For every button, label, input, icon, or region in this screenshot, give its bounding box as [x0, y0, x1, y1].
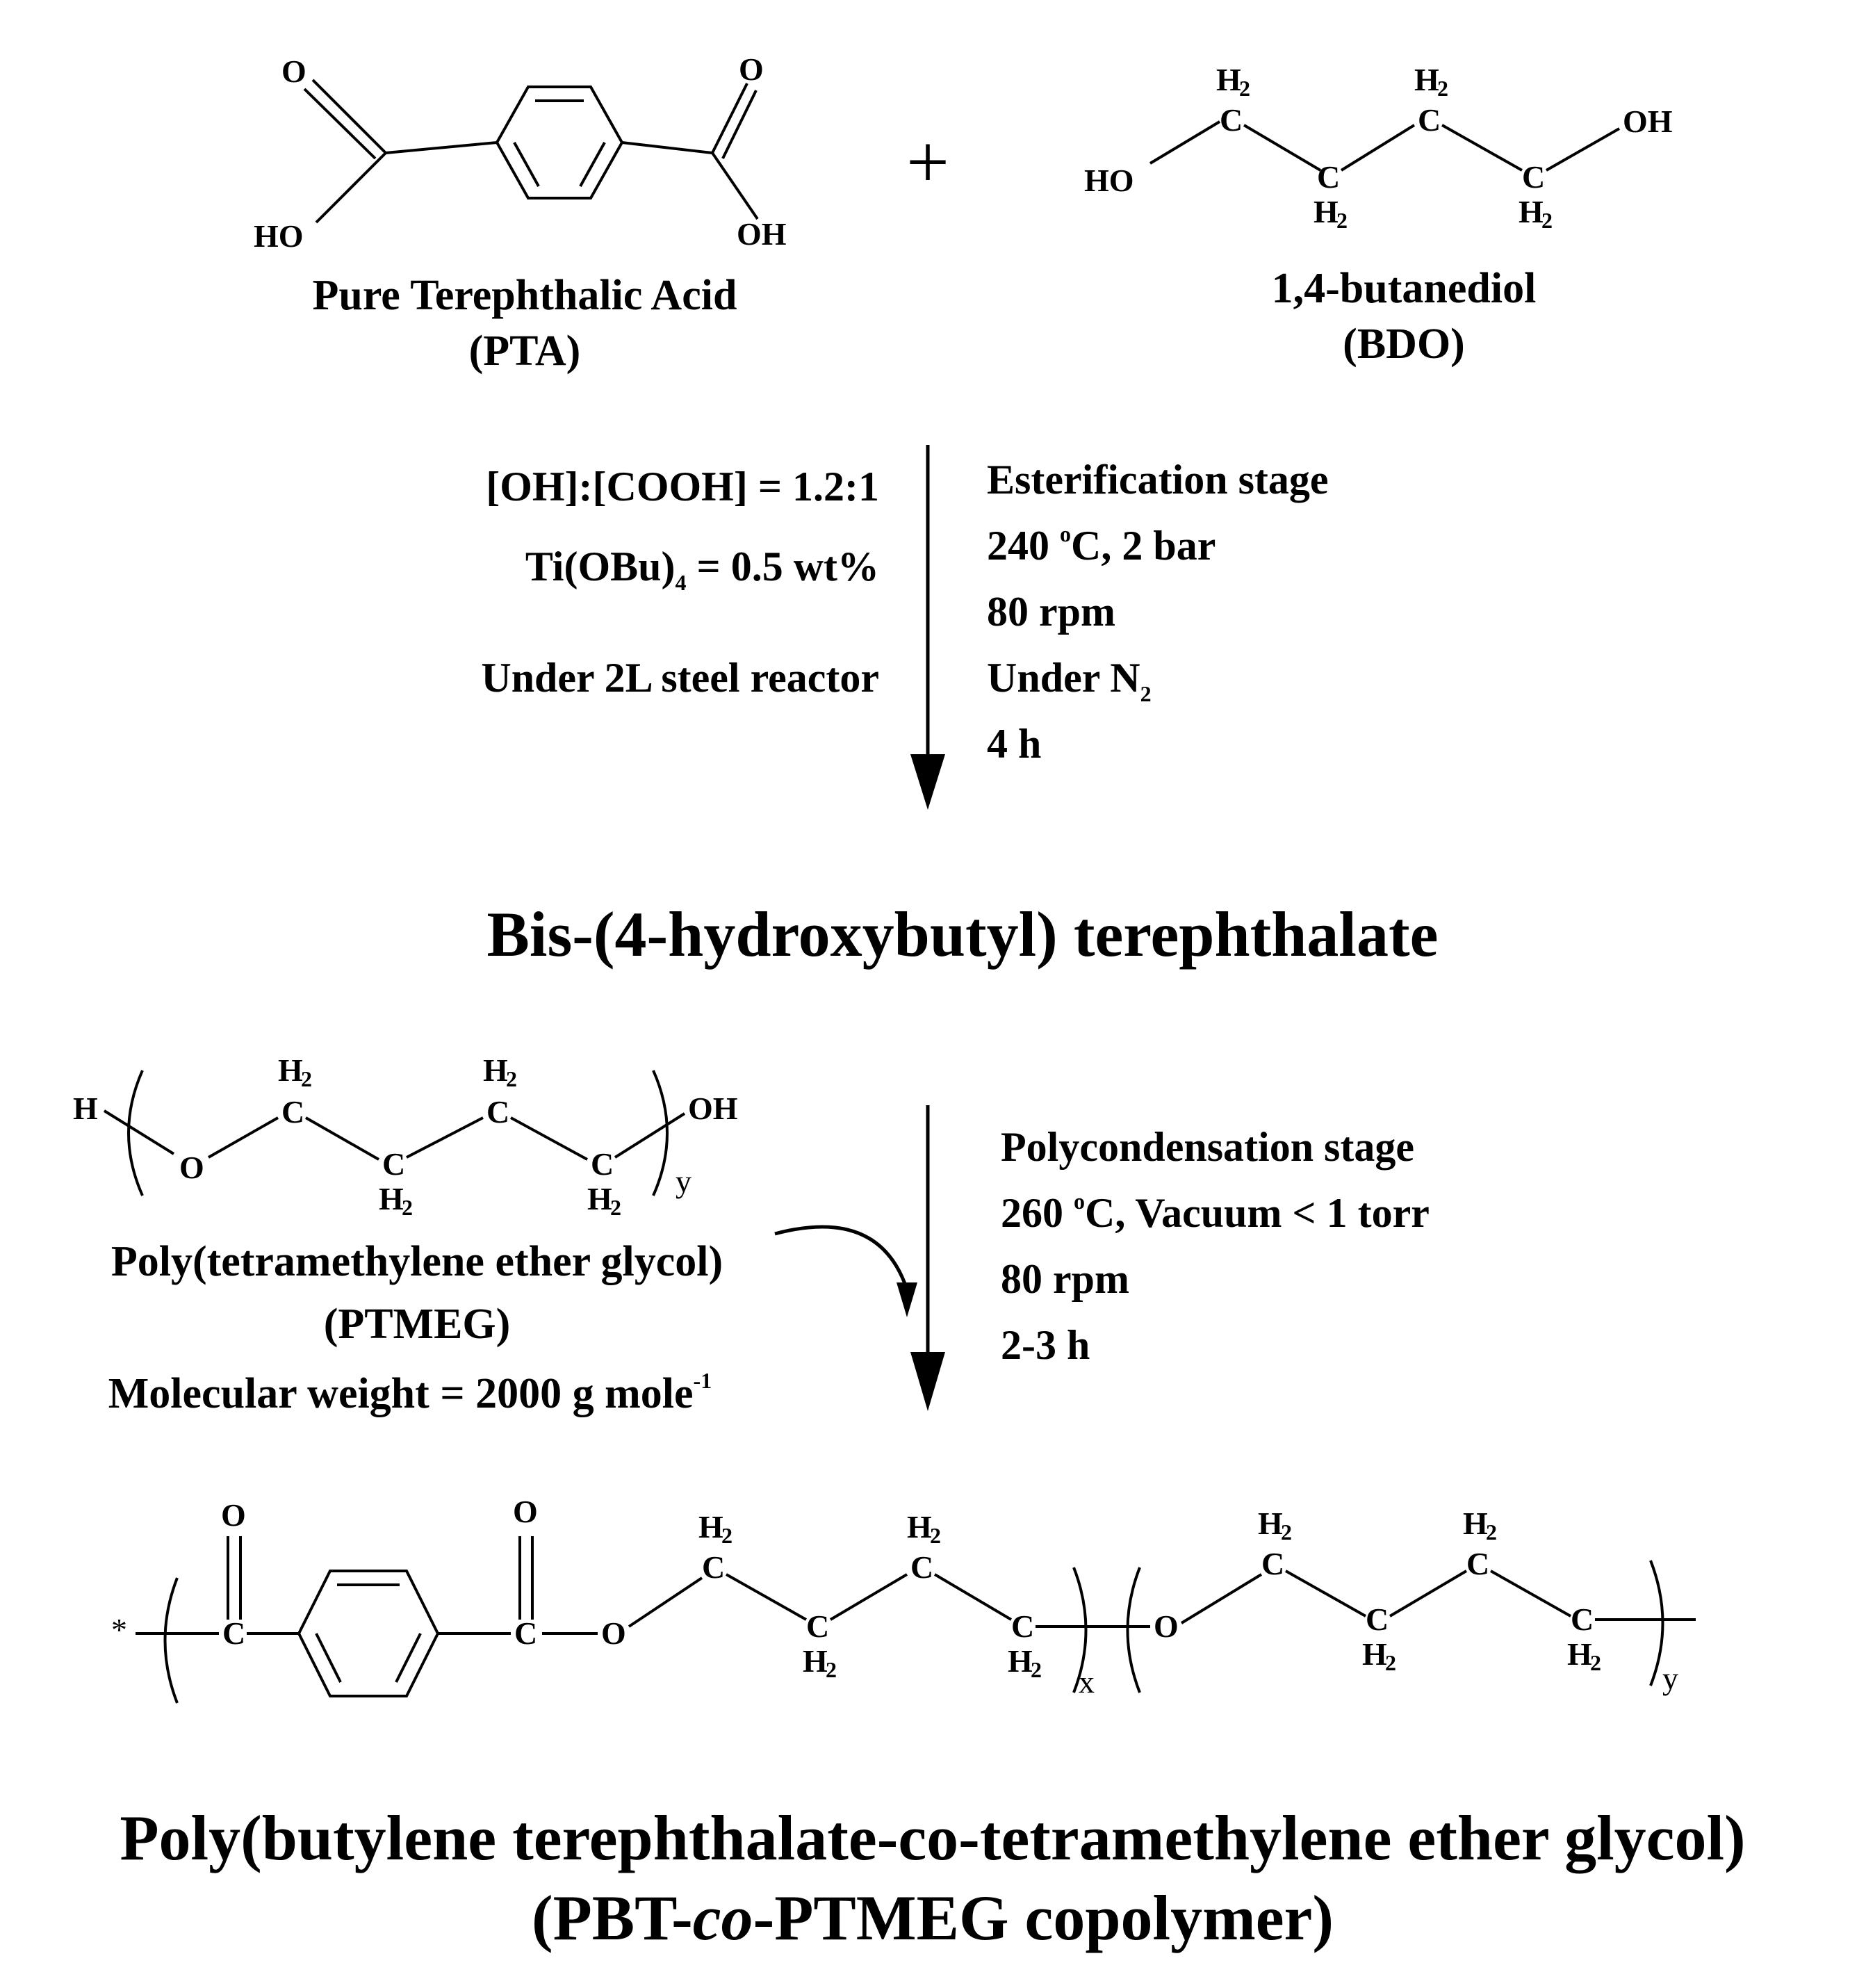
ratio-condition: [OH]:[COOH] = 1.2:1 [486, 464, 879, 510]
ether-oxygen: O [1154, 1608, 1179, 1644]
bdo-h-3-sub: 2 [1437, 76, 1448, 101]
butylene-h-4: H [1008, 1643, 1033, 1679]
butylene-h-3-sub: 2 [930, 1523, 941, 1548]
ptmeg-h-3: H [483, 1052, 508, 1088]
butylene-h-4-sub: 2 [1031, 1657, 1042, 1682]
pta-abbr: (PTA) [469, 327, 581, 375]
bdo-name: 1,4-butanediol [1272, 265, 1537, 312]
carbonyl-oxygen-right: O [513, 1494, 538, 1529]
pta-hydroxyl-right: OH [737, 216, 787, 252]
ptmeg-h-2-sub: 2 [402, 1195, 413, 1220]
plus-sign: + [906, 120, 949, 204]
ester-oxygen: O [601, 1615, 626, 1651]
bdo-carbon-2: C [1317, 159, 1340, 195]
ether-carbon-4: C [1571, 1602, 1594, 1637]
esterification-arrow [910, 445, 945, 810]
ether-h-2: H [1362, 1636, 1387, 1672]
ptmeg-h-2: H [379, 1181, 404, 1216]
carbonyl-oxygen-left: O [221, 1497, 246, 1533]
ptmeg-carbon-1: C [281, 1094, 304, 1130]
ptmeg-oxygen: O [179, 1150, 204, 1185]
butylene-carbon-4: C [1011, 1608, 1034, 1644]
butylene-carbon-2: C [806, 1608, 829, 1644]
ptmeg-h-3-sub: 2 [506, 1066, 517, 1091]
ptmeg-repeat-y-product: y [1662, 1661, 1678, 1696]
ether-h-3-sub: 2 [1486, 1519, 1497, 1545]
product-benzene-ring [297, 1570, 440, 1697]
ptmeg-carbon-3: C [486, 1094, 509, 1130]
ptmeg-abbr: (PTMEG) [324, 1301, 511, 1348]
bdo-carbon-4: C [1522, 159, 1545, 195]
copolymer-structure: * C O C O O C H 2 C H 2 C H 2 C [111, 1494, 1696, 1704]
esterification-time: 4 h [987, 721, 1041, 767]
esterification-temperature: 240 oC, 2 bar [987, 521, 1216, 569]
bdo-h-4-sub: 2 [1541, 208, 1553, 233]
butylene-h-2: H [803, 1643, 828, 1679]
butylene-h-1-sub: 2 [721, 1523, 733, 1548]
ether-h-4: H [1567, 1636, 1592, 1672]
polycondensation-stage-label: Polycondensation stage [1001, 1124, 1414, 1170]
polymer-end-star: * [111, 1612, 127, 1647]
ptmeg-repeat-y: y [676, 1164, 691, 1199]
esterification-rpm: 80 rpm [987, 589, 1115, 635]
bdo-h-2: H [1313, 194, 1339, 229]
bdo-structure: HO OH C H 2 C H 2 C H 2 C H 2 [1084, 62, 1673, 233]
pbt-repeat-x: x [1079, 1664, 1095, 1700]
intermediate-name: Bis-(4-hydroxybutyl) terephthalate [487, 899, 1439, 970]
butylene-h-2-sub: 2 [826, 1657, 837, 1682]
polycondensation-conditions: 260 oC, Vacuum < 1 torr [1001, 1189, 1430, 1236]
pta-oxygen-right: O [739, 51, 764, 87]
butylene-carbon-1: C [702, 1549, 725, 1585]
bdo-carbon-1: C [1220, 102, 1243, 138]
reactor-condition: Under 2L steel reactor [481, 655, 879, 701]
ptmeg-hydroxyl: OH [688, 1091, 738, 1126]
ptmeg-molecular-weight: Molecular weight = 2000 g mole-1 [108, 1368, 712, 1417]
polycondensation-time: 2-3 h [1001, 1322, 1090, 1368]
bdo-h-4: H [1519, 194, 1544, 229]
catalyst-condition: Ti(OBu)4 = 0.5 wt% [525, 544, 879, 595]
esterification-stage-label: Esterification stage [987, 457, 1329, 503]
bdo-abbr: (BDO) [1343, 320, 1465, 368]
pta-name: Pure Terephthalic Acid [313, 272, 737, 319]
ptmeg-h-1-sub: 2 [301, 1066, 312, 1091]
ether-h-3: H [1463, 1506, 1488, 1541]
polycondensation-arrow [910, 1105, 945, 1411]
ether-carbon-1: C [1261, 1546, 1284, 1581]
pta-oxygen-left: O [281, 54, 306, 89]
ptmeg-carbon-2: C [382, 1146, 405, 1182]
bdo-hydroxyl-left: HO [1084, 163, 1134, 198]
ether-h-1: H [1258, 1506, 1283, 1541]
ptmeg-structure: H O C H 2 C H 2 C H 2 C H 2 OH y [73, 1052, 738, 1220]
product-name-line1: Poly(butylene terephthalate-co-tetrameth… [120, 1802, 1745, 1873]
ether-h-2-sub: 2 [1385, 1650, 1396, 1675]
pta-hydroxyl-left: HO [254, 218, 304, 254]
ether-carbon-2: C [1366, 1602, 1389, 1637]
product-name-line2: (PBT-co-PTMEG copolymer) [532, 1882, 1334, 1953]
ether-h-4-sub: 2 [1590, 1650, 1601, 1675]
bdo-h-3: H [1414, 62, 1439, 97]
ptmeg-name: Poly(tetramethylene ether glycol) [111, 1238, 723, 1285]
ptmeg-feed-arrow [774, 1225, 917, 1317]
butylene-h-3: H [907, 1509, 932, 1545]
ptmeg-h-4: H [587, 1181, 612, 1216]
ptmeg-carbon-4: C [591, 1146, 614, 1182]
esterification-atmosphere: Under N2 [987, 655, 1152, 706]
bdo-hydroxyl-right: OH [1623, 104, 1673, 139]
ptmeg-h-end: H [73, 1091, 98, 1126]
bdo-h-1: H [1216, 62, 1241, 97]
ether-h-1-sub: 2 [1281, 1519, 1292, 1545]
butylene-h-1: H [698, 1509, 723, 1545]
polycondensation-rpm: 80 rpm [1001, 1256, 1129, 1302]
ptmeg-h-4-sub: 2 [610, 1195, 621, 1220]
ether-carbon-3: C [1466, 1546, 1489, 1581]
carbonyl-carbon-right: C [514, 1615, 537, 1651]
ptmeg-h-1: H [278, 1052, 303, 1088]
pta-structure: O O HO OH [254, 51, 787, 254]
bdo-carbon-3: C [1418, 102, 1441, 138]
butylene-carbon-3: C [910, 1549, 933, 1585]
bdo-h-2-sub: 2 [1336, 208, 1348, 233]
bdo-h-1-sub: 2 [1239, 76, 1250, 101]
carbonyl-carbon-left: C [222, 1615, 245, 1651]
